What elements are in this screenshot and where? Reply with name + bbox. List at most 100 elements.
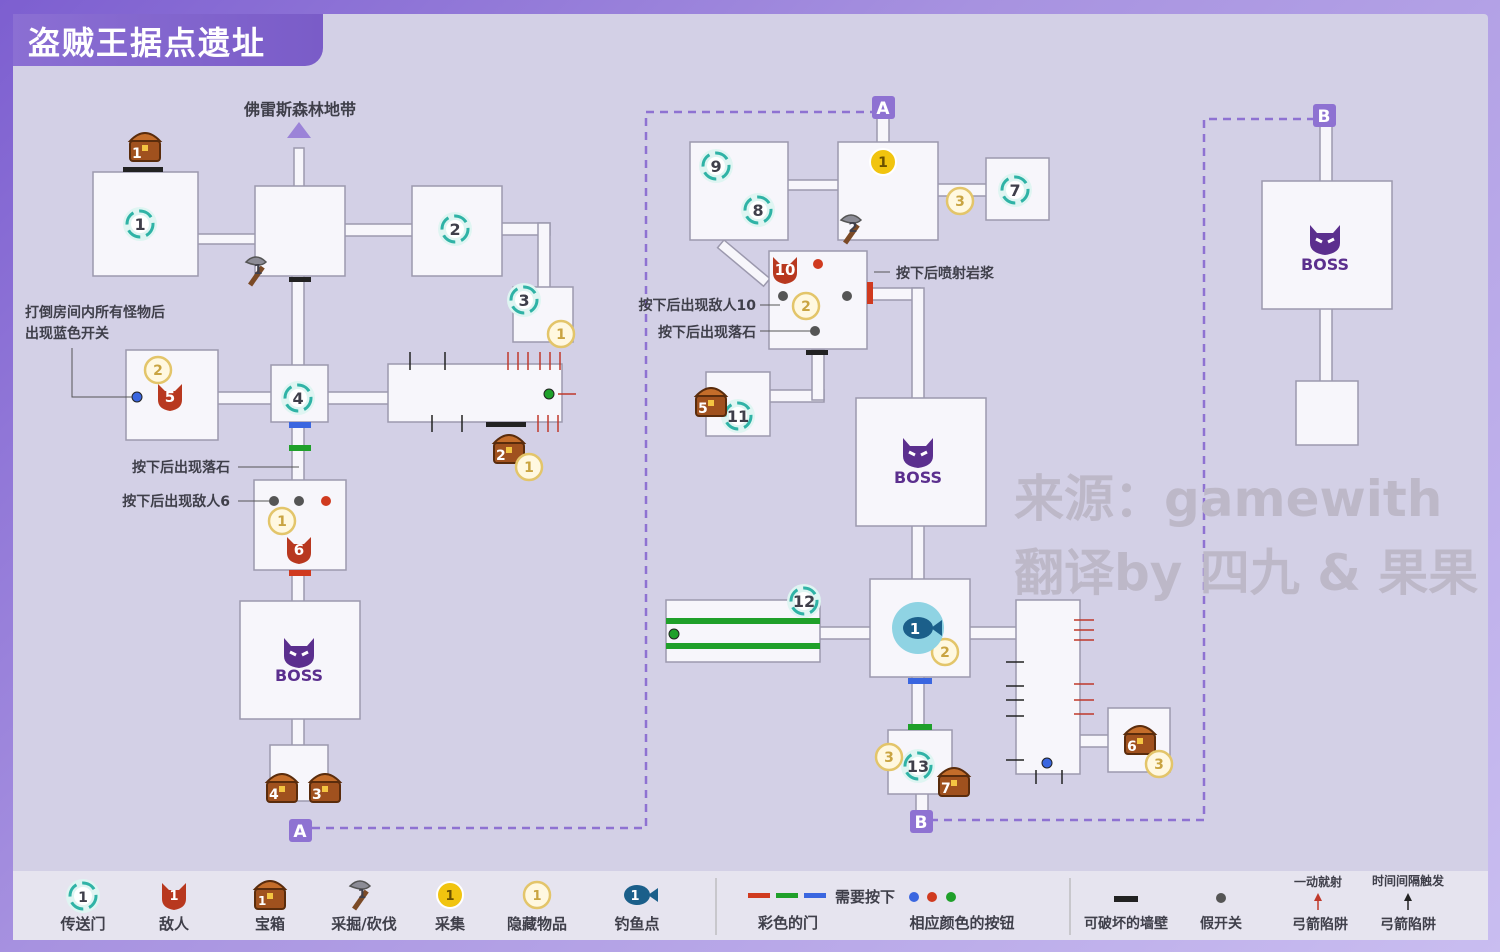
legend-gather-icon: 1 <box>436 881 464 909</box>
enemy-5: 5 <box>165 388 175 406</box>
portal-1: 1 <box>134 215 145 234</box>
svg-text:1: 1 <box>358 887 366 901</box>
portal-4: 4 <box>292 389 303 408</box>
portal-13: 13 <box>907 757 929 776</box>
note-blue-switch-2: 出现蓝色开关 <box>25 325 109 342</box>
annotations: 打倒房间内所有怪物后 出现蓝色开关 按下后出现落石 按下后出现敌人6 按下后喷射… <box>25 265 995 510</box>
legend-arrow-interval: 弓箭陷阱 <box>1380 916 1436 933</box>
marker-a-2: A <box>876 99 890 119</box>
legend-fake-switch: 假开关 <box>1200 915 1242 932</box>
enemy-6: 6 <box>294 541 304 559</box>
exit-label: 佛雷斯森林地带 <box>243 100 356 119</box>
arrow-traps <box>409 352 1063 784</box>
legend-breakable-wall: 可破坏的墙壁 <box>1084 915 1168 932</box>
svg-text:1: 1 <box>78 890 88 906</box>
marker-b-1: B <box>915 813 928 833</box>
legend-gather: 采集 <box>434 915 466 933</box>
enemy-10: 10 <box>775 261 796 279</box>
note-enemy6: 按下后出现敌人6 <box>122 493 230 510</box>
portal-7: 7 <box>1009 181 1020 200</box>
note-rock-2: 按下后出现落石 <box>658 324 756 341</box>
portal-2: 2 <box>449 220 460 239</box>
svg-text:1: 1 <box>258 894 266 908</box>
legend-hidden: 隐藏物品 <box>507 915 567 933</box>
legend-arrow-interval-top: 时间间隔触发 <box>1372 873 1445 888</box>
legend-enemy: 敌人 <box>159 915 190 933</box>
hidden-items: 1 1 1 2 2 2 3 3 3 <box>143 186 1174 779</box>
gather-point: 1 <box>869 148 897 176</box>
title-tab <box>13 14 323 66</box>
legend-enemy-icon: 1 <box>162 883 186 910</box>
portal-12: 12 <box>793 592 815 611</box>
legend-portal-icon: 1 <box>64 877 102 915</box>
chest-6: 6 <box>1127 739 1137 755</box>
legend-fishing-icon: 1 <box>624 885 658 905</box>
marker-a-1: A <box>293 822 307 842</box>
axe-1: 1 <box>253 263 262 278</box>
instant-arrow-traps <box>507 352 1094 715</box>
legend-chest-icon: 1 <box>254 880 286 910</box>
legend-fishing: 钓鱼点 <box>614 915 659 933</box>
portal-9: 9 <box>710 157 721 176</box>
chest-2: 2 <box>496 448 506 464</box>
portal-11: 11 <box>727 407 749 426</box>
note-blue-switch-1: 打倒房间内所有怪物后 <box>25 304 165 321</box>
legend-axe-icon: 1 <box>349 880 371 912</box>
legend-arrow-once: 弓箭陷阱 <box>1292 916 1348 933</box>
bosses: BOSS BOSS BOSS <box>275 223 1349 685</box>
link-markers: A A B B <box>289 96 1336 842</box>
connection-lines <box>312 110 1314 830</box>
svg-text:1: 1 <box>445 889 454 904</box>
svg-text:1: 1 <box>524 460 534 476</box>
svg-text:2: 2 <box>801 299 811 315</box>
boss-label-2: BOSS <box>894 468 942 487</box>
portals: 1 2 3 4 7 8 9 11 12 13 <box>121 147 1034 785</box>
svg-text:2: 2 <box>153 363 163 379</box>
marker-b-2: B <box>1318 107 1331 127</box>
legend-chest: 宝箱 <box>255 915 285 933</box>
svg-text:1: 1 <box>169 889 178 904</box>
legend-arrow-once-top: 一动就射 <box>1294 874 1342 889</box>
note-lava: 按下后喷射岩浆 <box>896 265 995 282</box>
legend-colored-door: 彩色的门 <box>757 914 818 932</box>
svg-text:1: 1 <box>277 514 287 530</box>
switches <box>131 259 1053 769</box>
legend-color-button: 相应颜色的按钮 <box>909 914 1014 932</box>
svg-text:3: 3 <box>1154 757 1164 773</box>
portal-3: 3 <box>518 291 529 310</box>
watermark-line2: 翻译by 四九 & 果果 <box>1014 544 1478 602</box>
axe-points: 1 2 <box>245 214 862 288</box>
legend-axe: 采掘/砍伐 <box>330 915 396 933</box>
enemies: 5 6 10 <box>158 257 797 564</box>
svg-text:3: 3 <box>955 194 965 210</box>
axe-2: 2 <box>848 221 857 236</box>
watermark-line1: 来源：gamewith <box>1014 470 1442 528</box>
chest-7: 7 <box>941 781 951 797</box>
boss-label-1: BOSS <box>275 666 323 685</box>
leader-lines <box>71 271 890 502</box>
note-enemy10: 按下后出现敌人10 <box>639 297 757 314</box>
exit-arrow-icon <box>287 122 311 138</box>
svg-text:1: 1 <box>532 889 541 904</box>
chests: 1 2 3 4 5 6 7 <box>129 132 1156 803</box>
chest-4: 4 <box>269 787 279 803</box>
legend-portal: 传送门 <box>59 915 105 933</box>
portal-8: 8 <box>752 201 763 220</box>
svg-text:2: 2 <box>940 645 950 661</box>
svg-text:1: 1 <box>910 620 920 638</box>
doors <box>123 167 932 730</box>
legend-hidden-icon: 1 <box>522 880 552 910</box>
svg-text:1: 1 <box>630 889 639 904</box>
note-rock-1: 按下后出现落石 <box>132 459 230 476</box>
boss-label-3: BOSS <box>1301 255 1349 274</box>
svg-text:1: 1 <box>556 327 566 343</box>
svg-text:1: 1 <box>878 155 888 171</box>
svg-text:3: 3 <box>884 750 894 766</box>
chest-3: 3 <box>312 787 322 803</box>
page-title: 盗贼王据点遗址 <box>28 24 267 62</box>
chest-1: 1 <box>132 146 142 162</box>
corridors <box>196 117 1333 819</box>
fishing-spot: 1 <box>892 602 944 654</box>
